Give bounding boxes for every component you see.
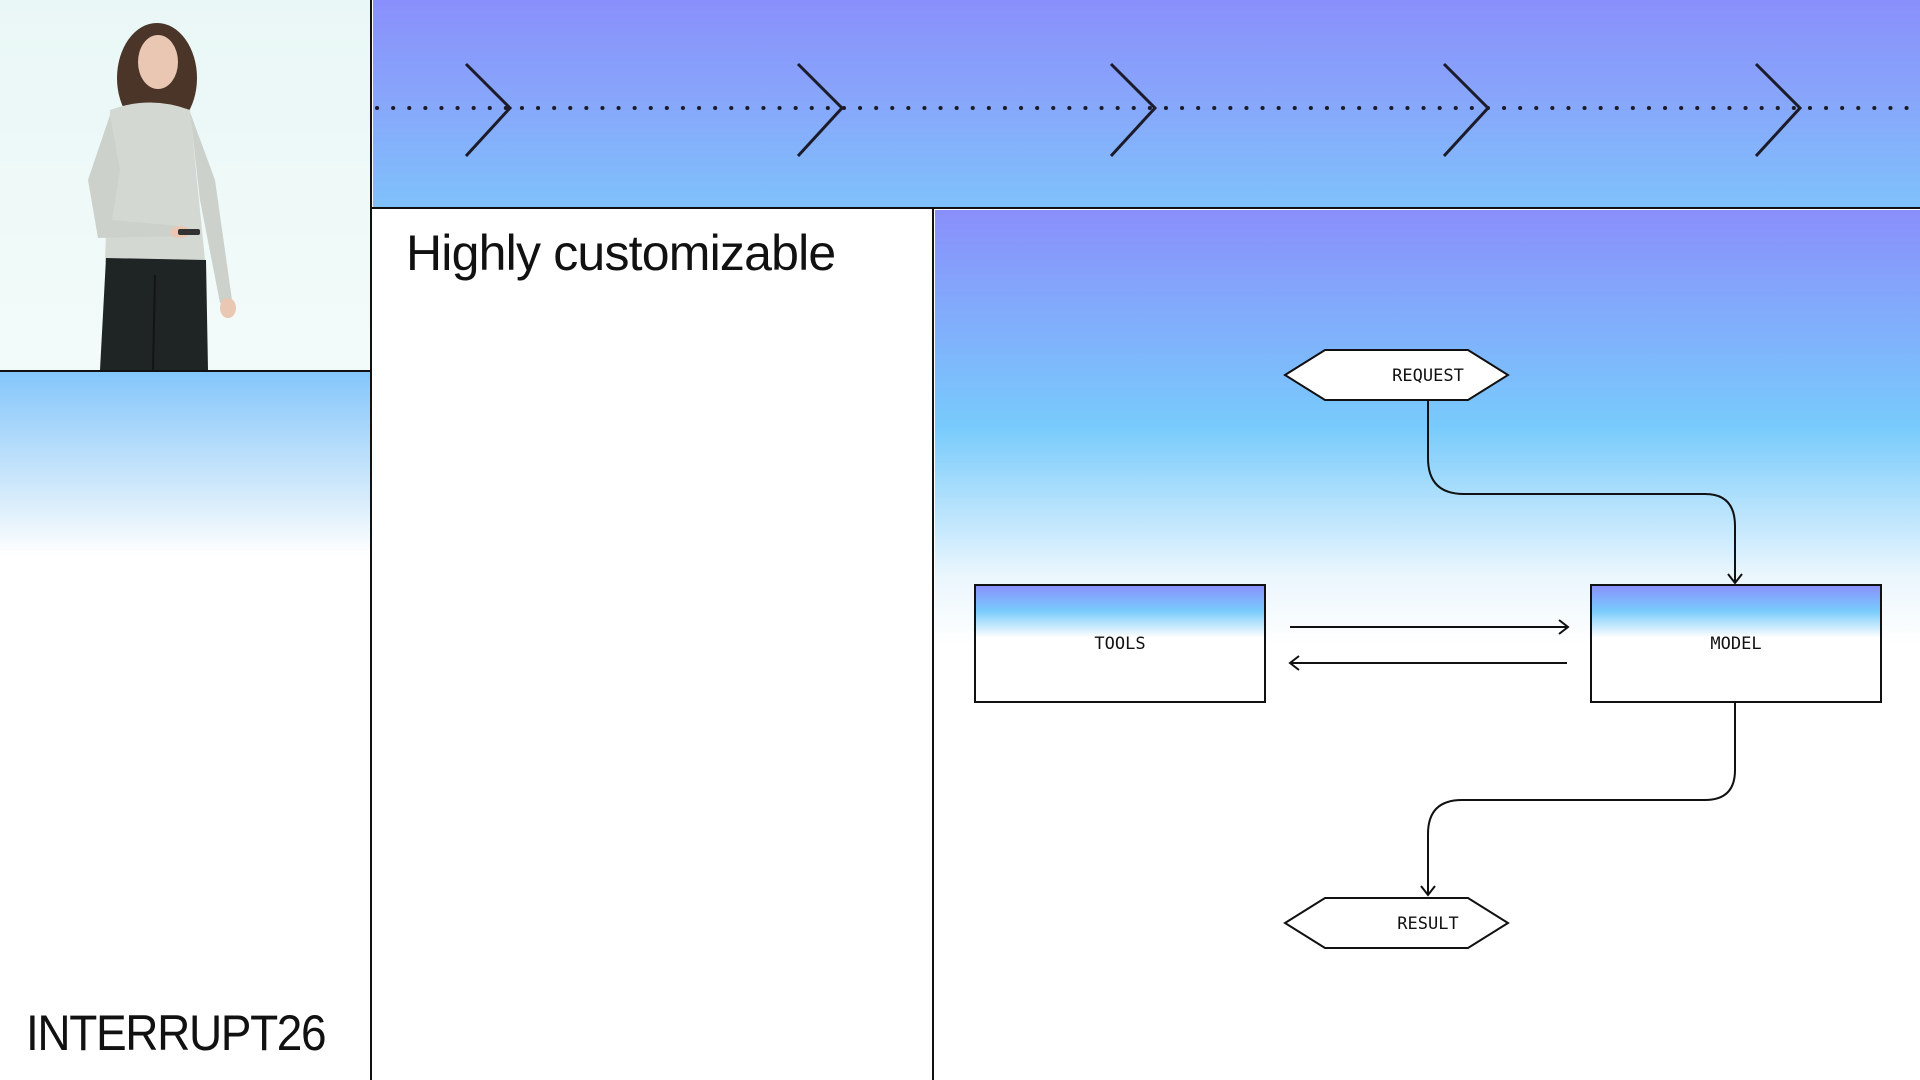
brand-logo: INTERRUPT26 — [26, 1005, 327, 1061]
left-lower-panel — [0, 372, 371, 1080]
speaker-figure — [88, 23, 236, 370]
tools-node: TOOLS — [974, 584, 1266, 703]
divider-left — [370, 0, 372, 1080]
speaker-video — [0, 0, 371, 370]
arrow-down-icon — [1727, 573, 1743, 585]
model-label: MODEL — [1710, 634, 1761, 654]
arrow-right-icon — [1558, 619, 1570, 635]
title-panel — [373, 210, 933, 1080]
diagram-panel: REQUEST TOOLS MODEL RESULT — [935, 210, 1920, 1080]
chevron-icon — [1109, 62, 1158, 158]
request-label: REQUEST — [1392, 366, 1464, 386]
arrow-left-icon — [1288, 655, 1300, 671]
chevron-icon — [464, 62, 513, 158]
agent-loop-diagram: REQUEST TOOLS MODEL RESULT — [974, 349, 1882, 949]
divider-speaker — [0, 370, 372, 372]
request-to-model-edge — [1427, 400, 1736, 582]
tools-label: TOOLS — [1094, 634, 1145, 654]
divider-middle — [932, 208, 934, 1080]
result-label: RESULT — [1397, 914, 1458, 934]
result-node: RESULT — [1283, 897, 1510, 949]
chevron-icon — [1442, 62, 1491, 158]
request-node: REQUEST — [1283, 349, 1510, 401]
chevron-icon — [796, 62, 845, 158]
chevron-icon — [1754, 62, 1803, 158]
top-banner — [373, 0, 1920, 207]
slide-title: Highly customizable — [406, 225, 836, 281]
model-node: MODEL — [1590, 584, 1882, 703]
model-to-result-edge — [1427, 702, 1736, 894]
divider-top-band — [371, 207, 1920, 209]
chevron-timeline — [375, 62, 1920, 158]
arrow-down-icon — [1420, 885, 1436, 897]
